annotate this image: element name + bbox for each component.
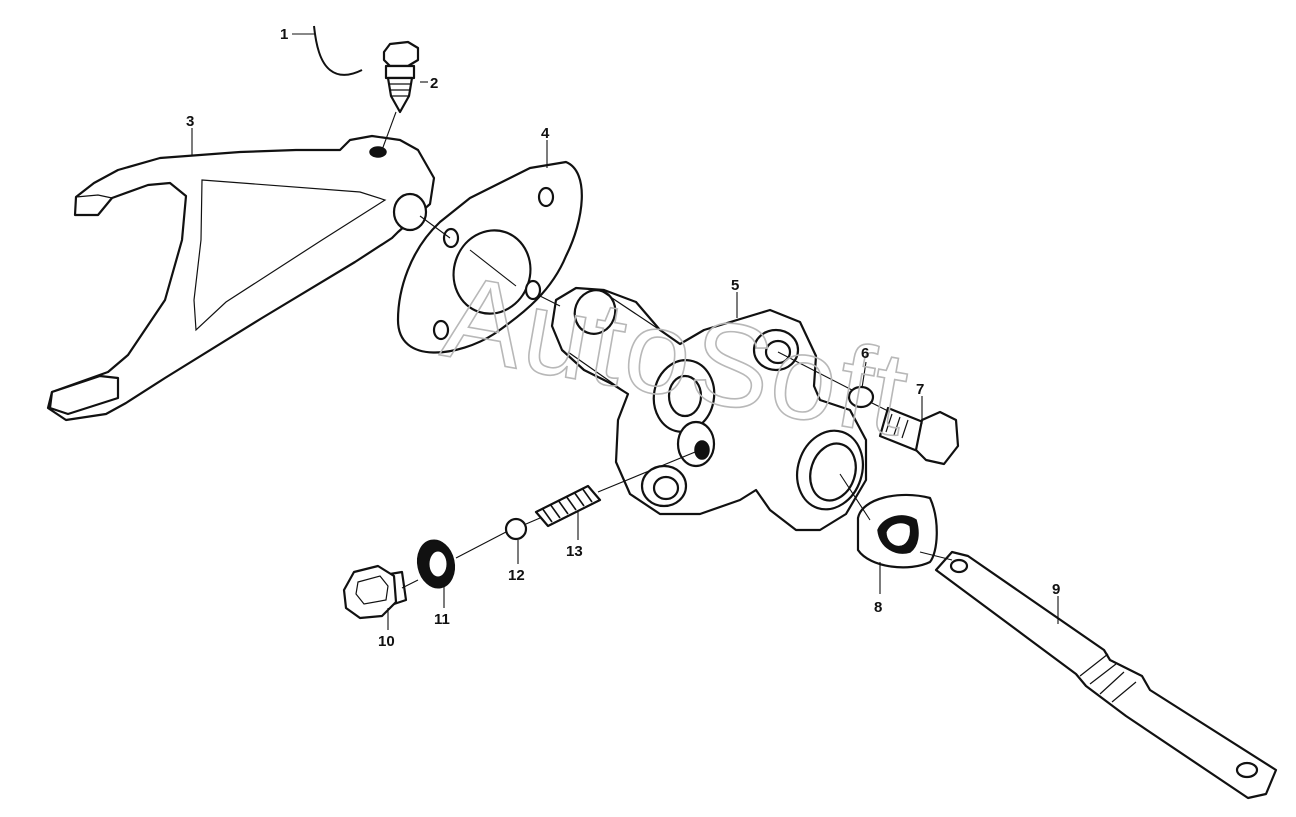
callout-11: 11 xyxy=(434,611,450,628)
part-1-wire xyxy=(313,25,363,76)
part-7-bolt xyxy=(878,406,960,466)
callout-leaders xyxy=(191,33,1059,630)
part-10-plug xyxy=(342,564,408,620)
callout-7: 7 xyxy=(916,381,924,398)
part-8-seal xyxy=(856,493,938,569)
callout-3: 3 xyxy=(186,113,194,130)
callout-8: 8 xyxy=(874,599,882,616)
part-2-screw xyxy=(382,40,420,114)
callout-labels: 1 2 3 4 5 6 7 8 9 10 11 12 13 xyxy=(186,26,1060,650)
part-11-sealing-ring xyxy=(416,539,456,589)
part-9-shaft xyxy=(934,550,1278,800)
part-13-spring xyxy=(534,484,602,528)
assembly-axis-lines xyxy=(381,111,953,589)
callout-5: 5 xyxy=(731,277,739,294)
callout-10: 10 xyxy=(378,633,395,650)
part-4-gasket xyxy=(396,160,583,354)
part-6-washer xyxy=(847,385,875,409)
part-12-ball xyxy=(504,517,528,541)
callout-4: 4 xyxy=(541,125,550,142)
callout-13: 13 xyxy=(566,543,583,560)
callout-9: 9 xyxy=(1052,581,1060,598)
callout-12: 12 xyxy=(508,567,525,584)
callout-1: 1 xyxy=(280,26,288,43)
callout-6: 6 xyxy=(861,345,869,362)
callout-2: 2 xyxy=(430,75,438,92)
part-3-fork xyxy=(46,134,436,422)
